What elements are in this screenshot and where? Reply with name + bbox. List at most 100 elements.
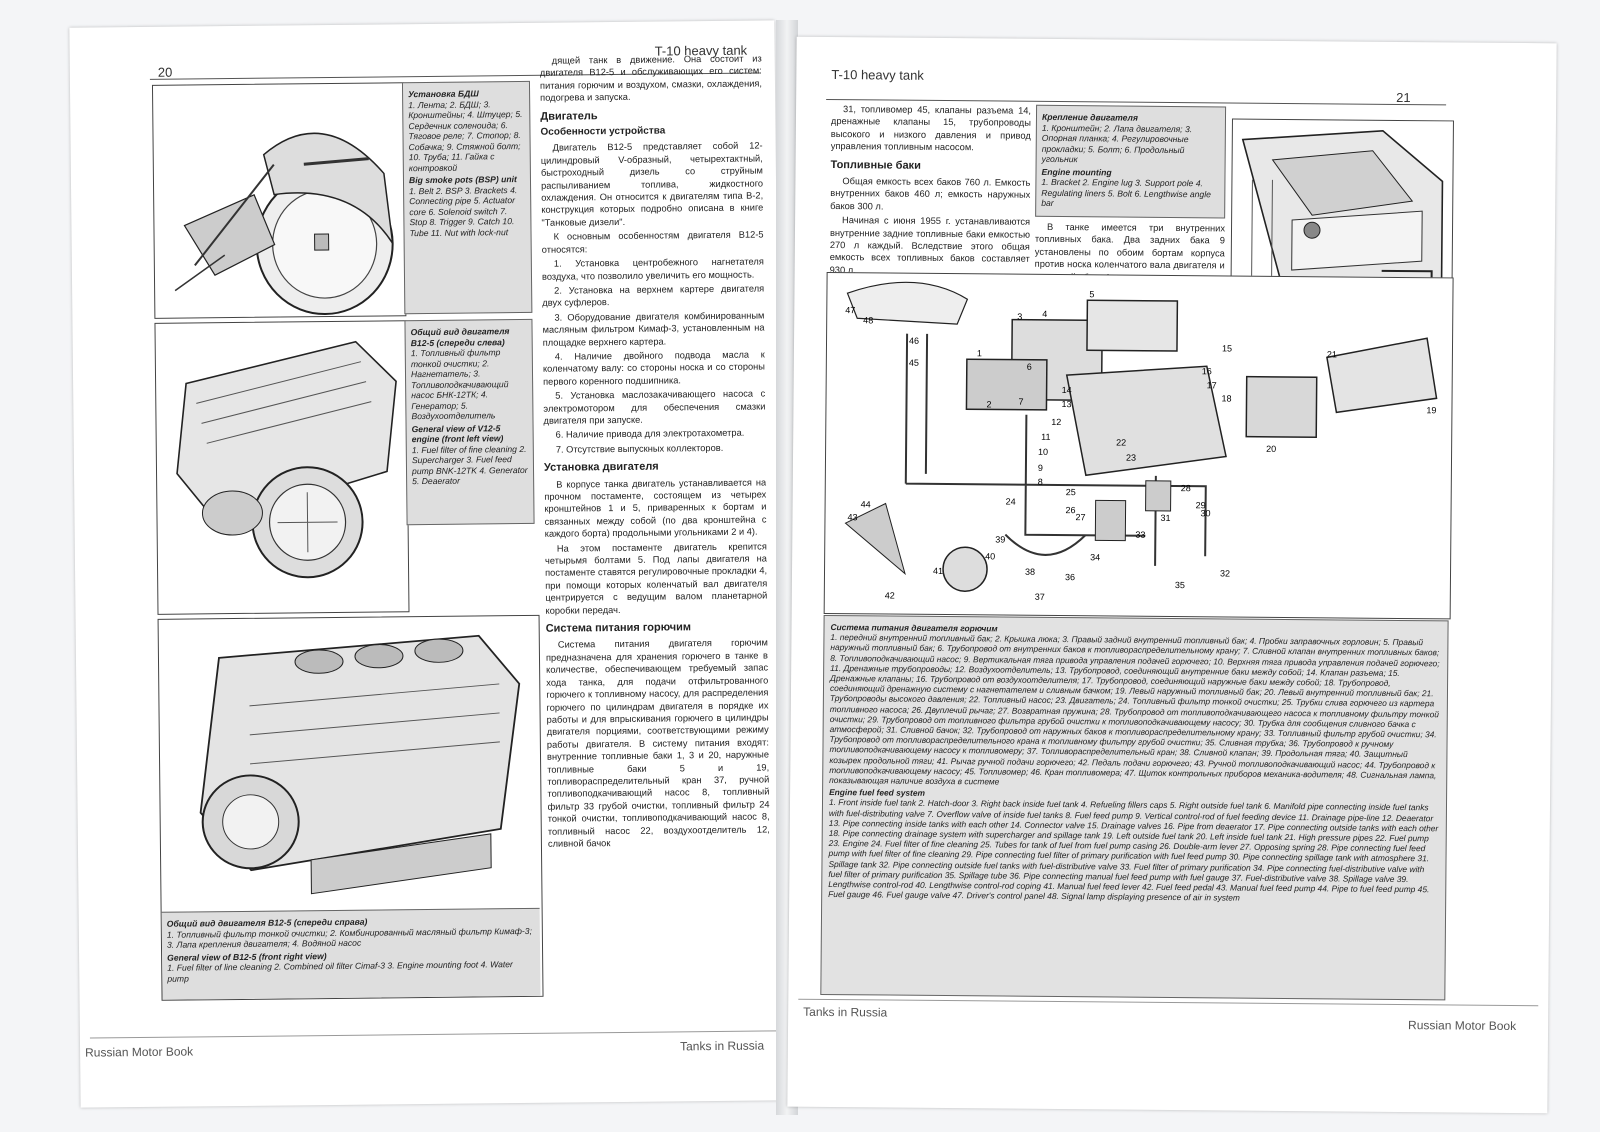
svg-text:13: 13 bbox=[1061, 399, 1071, 409]
svg-text:14: 14 bbox=[1062, 385, 1072, 395]
svg-text:7: 7 bbox=[1018, 397, 1023, 407]
svg-text:27: 27 bbox=[1075, 512, 1085, 522]
footer-left: Tanks in Russia bbox=[803, 1004, 888, 1020]
svg-text:11: 11 bbox=[1041, 432, 1050, 442]
caption-ru-body: 1. Кронштейн; 2. Лапа двигателя; 3. Опор… bbox=[1041, 122, 1193, 165]
engine-front-right-figure: Общий вид двигателя В12-5 (спереди справ… bbox=[157, 614, 544, 1001]
svg-text:16: 16 bbox=[1202, 366, 1212, 376]
list-item: 6. Наличие привода для электротахометра. bbox=[555, 428, 745, 441]
svg-text:10: 10 bbox=[1038, 447, 1048, 457]
list-item: 3. Оборудование двигателя комбинированны… bbox=[542, 310, 765, 348]
footer-left: Russian Motor Book bbox=[85, 1044, 194, 1060]
engine-front-left-figure bbox=[154, 320, 410, 615]
paragraph: Система питания двигателя горючим предна… bbox=[545, 637, 770, 849]
svg-text:48: 48 bbox=[863, 315, 873, 325]
caption-en-body: 1. Bracket 2. Engine lug 3. Support pole… bbox=[1041, 176, 1211, 208]
svg-text:42: 42 bbox=[885, 590, 895, 600]
svg-text:26: 26 bbox=[1066, 505, 1076, 515]
svg-text:31: 31 bbox=[1160, 513, 1170, 523]
svg-text:45: 45 bbox=[909, 358, 919, 368]
svg-text:25: 25 bbox=[1066, 487, 1076, 497]
svg-text:3: 3 bbox=[1017, 312, 1022, 322]
svg-text:21: 21 bbox=[1327, 349, 1337, 359]
svg-text:24: 24 bbox=[1006, 497, 1016, 507]
svg-text:8: 8 bbox=[1038, 477, 1043, 487]
caption-ru-body: 1. Топливный фильтр тонкой очистки; 2. Н… bbox=[410, 347, 509, 422]
smoke-pot-drawing bbox=[174, 132, 394, 316]
running-header: T-10 heavy tank bbox=[831, 67, 924, 83]
svg-text:30: 30 bbox=[1200, 508, 1210, 518]
caption-ru-title: Общий вид двигателя В12-5 (спереди слева… bbox=[410, 326, 510, 348]
svg-text:38: 38 bbox=[1025, 567, 1035, 577]
right-page: T-10 heavy tank 21 31, топливомер 45, кл… bbox=[787, 36, 1557, 1114]
svg-text:12: 12 bbox=[1051, 417, 1061, 427]
caption-ru-body: 1. Лента; 2. БДШ; 3. Кронштейны; 4. Штуц… bbox=[408, 98, 523, 173]
svg-text:46: 46 bbox=[909, 336, 919, 346]
svg-text:23: 23 bbox=[1126, 453, 1136, 463]
svg-text:28: 28 bbox=[1181, 483, 1191, 493]
section-heading: Установка двигателя bbox=[543, 460, 659, 474]
smoke-pot-caption: Установка БДШ 1. Лента; 2. БДШ; 3. Кронш… bbox=[401, 80, 533, 315]
caption-en-body: 1. Fuel filter of line cleaning 2. Combi… bbox=[167, 959, 513, 984]
svg-text:4: 4 bbox=[1042, 309, 1047, 319]
svg-text:20: 20 bbox=[1266, 444, 1276, 454]
caption-en-title: Big smoke pots (BSP) unit bbox=[408, 174, 517, 186]
section-heading: Двигатель bbox=[540, 109, 598, 123]
paragraph: 31, топливомер 45, клапаны разъема 14, д… bbox=[830, 104, 1032, 153]
caption-en-body: 1. Belt 2. BSP 3. Brackets 4. Connecting… bbox=[409, 184, 518, 238]
page-number: 20 bbox=[157, 64, 173, 80]
svg-text:17: 17 bbox=[1207, 380, 1217, 390]
svg-text:35: 35 bbox=[1175, 580, 1185, 590]
section-heading: Топливные баки bbox=[830, 158, 921, 172]
paragraph: В корпусе танка двигатель устанавливаетс… bbox=[544, 477, 767, 539]
caption-en-title: General view of V12-5 engine (front left… bbox=[411, 422, 504, 445]
list-item: 5. Установка маслозакачивающего насоса с… bbox=[543, 388, 766, 426]
footer-right: Russian Motor Book bbox=[1408, 1018, 1517, 1034]
footer-rule bbox=[89, 1030, 780, 1039]
caption-ru-body: 1. Топливный фильтр тонкой очистки; 2. К… bbox=[166, 925, 532, 950]
svg-text:6: 6 bbox=[1027, 362, 1032, 372]
svg-text:33: 33 bbox=[1135, 530, 1145, 540]
engine-mount-drawing bbox=[1241, 130, 1444, 323]
svg-text:32: 32 bbox=[1220, 568, 1230, 578]
svg-text:9: 9 bbox=[1038, 463, 1043, 473]
subsection-heading: Особенности устройства bbox=[540, 125, 666, 138]
engine-front-left-drawing bbox=[176, 340, 397, 579]
list-item: 7. Отсутствие выпускных коллекторов. bbox=[555, 442, 724, 455]
svg-text:22: 22 bbox=[1116, 438, 1126, 448]
svg-text:47: 47 bbox=[845, 305, 855, 315]
caption-ru-body: 1. передний внутренний топливный бак; 2.… bbox=[829, 632, 1440, 787]
engine-front-left-caption: Общий вид двигателя В12-5 (спереди слева… bbox=[404, 318, 535, 526]
left-text-column: дящей танк в движение. Она состоит из дв… bbox=[540, 52, 772, 1029]
fuel-system-caption: Система питания двигателя горючим 1. пер… bbox=[820, 614, 1449, 1001]
svg-text:34: 34 bbox=[1090, 552, 1100, 562]
svg-text:39: 39 bbox=[995, 534, 1005, 544]
list-item: 1. Установка центробежного нагнетателя в… bbox=[541, 256, 764, 282]
caption-en-body: 1. Fuel filter of fine cleaning 2. Super… bbox=[411, 443, 528, 487]
footer-right: Tanks in Russia bbox=[679, 1038, 765, 1054]
paragraph: Общая емкость всех баков 760 л. Емкость … bbox=[830, 176, 1031, 212]
svg-text:1: 1 bbox=[977, 348, 982, 358]
svg-text:43: 43 bbox=[847, 512, 857, 522]
svg-text:2: 2 bbox=[986, 399, 991, 409]
svg-text:15: 15 bbox=[1222, 343, 1232, 353]
smoke-pot-figure bbox=[151, 82, 407, 319]
engine-mount-caption: Крепление двигателя 1. Кронштейн; 2. Лап… bbox=[1035, 104, 1227, 219]
svg-text:5: 5 bbox=[1089, 289, 1094, 299]
paragraph: Двигатель В12-5 представляет собой 12-ци… bbox=[540, 140, 764, 228]
engine-front-right-caption: Общий вид двигателя В12-5 (спереди справ… bbox=[161, 907, 541, 1000]
svg-text:40: 40 bbox=[985, 551, 995, 561]
list-item: 2. Установка на верхнем картере двигател… bbox=[542, 283, 765, 309]
svg-text:44: 44 bbox=[861, 499, 871, 509]
page-number: 21 bbox=[1396, 89, 1411, 106]
svg-text:37: 37 bbox=[1035, 592, 1045, 602]
left-page: 20 T-10 heavy tank Установка БДШ 1. Лент… bbox=[69, 20, 786, 1108]
paragraph: К основным особенностям двигателя В12-5 … bbox=[541, 229, 764, 255]
section-heading: Система питания горючим bbox=[545, 621, 692, 635]
engine-front-right-drawing bbox=[199, 634, 521, 895]
paragraph: дящей танк в движение. Она состоит из дв… bbox=[539, 53, 763, 104]
caption-en-body: 1. Front inside fuel tank 2. Hatch-door … bbox=[828, 797, 1439, 903]
